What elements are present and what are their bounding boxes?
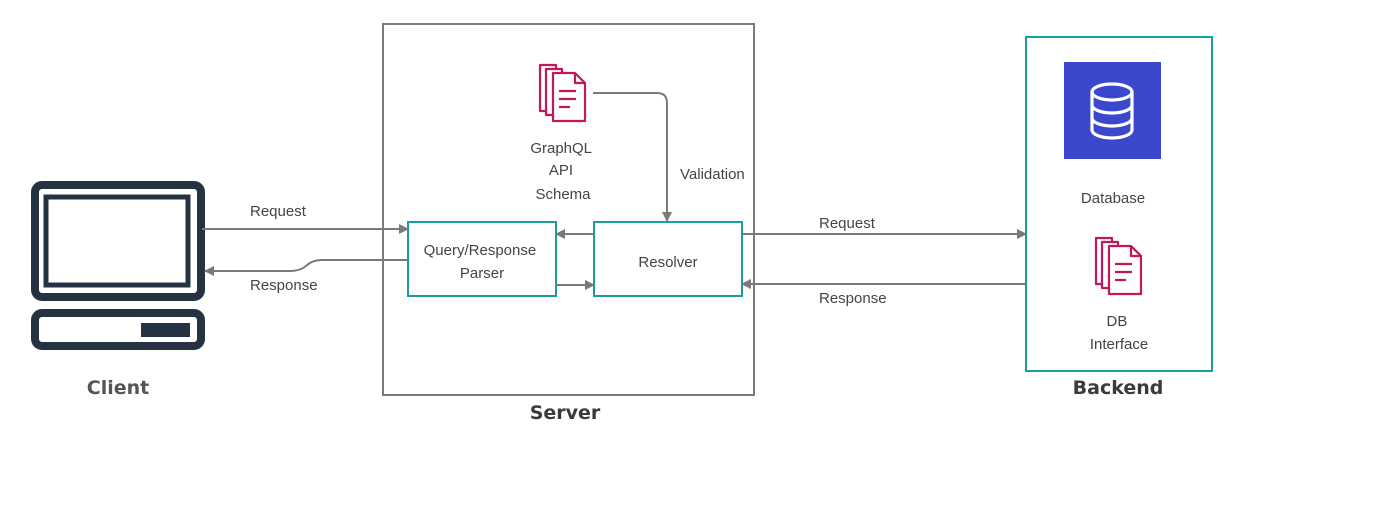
- server-frame: [382, 23, 755, 396]
- parser-label-line-2: Parser: [460, 265, 504, 282]
- schema-documents-icon: [538, 63, 587, 123]
- db-interface-documents-icon: [1094, 236, 1143, 296]
- database-label: Database: [1081, 190, 1145, 207]
- parser-label: Query/Response Parser: [424, 242, 541, 282]
- backend-title: Backend: [1073, 377, 1164, 399]
- resolver-box: [593, 221, 743, 297]
- schema-label-line-3: Schema: [535, 186, 591, 203]
- client-response-label: Response: [250, 277, 318, 294]
- client-request-label: Request: [250, 203, 307, 220]
- validation-connector: [593, 92, 672, 222]
- resolver-label: Resolver: [638, 254, 697, 271]
- backend-request-label: Request: [819, 215, 876, 232]
- schema-label-line-1: GraphQL: [530, 140, 591, 157]
- parser-label-line-1: Query/Response: [424, 242, 537, 259]
- schema-label-line-2: API: [549, 162, 573, 179]
- validation-label: Validation: [680, 166, 745, 183]
- client-response-connector: [204, 259, 408, 276]
- database-icon: [1064, 62, 1161, 159]
- db-interface-label-line-2: Interface: [1090, 336, 1148, 353]
- db-interface-label-line-1: DB: [1106, 313, 1127, 330]
- server-title: Server: [530, 402, 601, 424]
- client-computer-icon: [31, 181, 205, 350]
- db-interface-label: DB Interface: [1090, 313, 1148, 353]
- parser-box: [407, 221, 557, 297]
- backend-response-label: Response: [819, 290, 887, 307]
- backend-frame: [1025, 36, 1213, 372]
- client-title: Client: [87, 377, 149, 399]
- schema-label: GraphQL API Schema: [530, 140, 595, 203]
